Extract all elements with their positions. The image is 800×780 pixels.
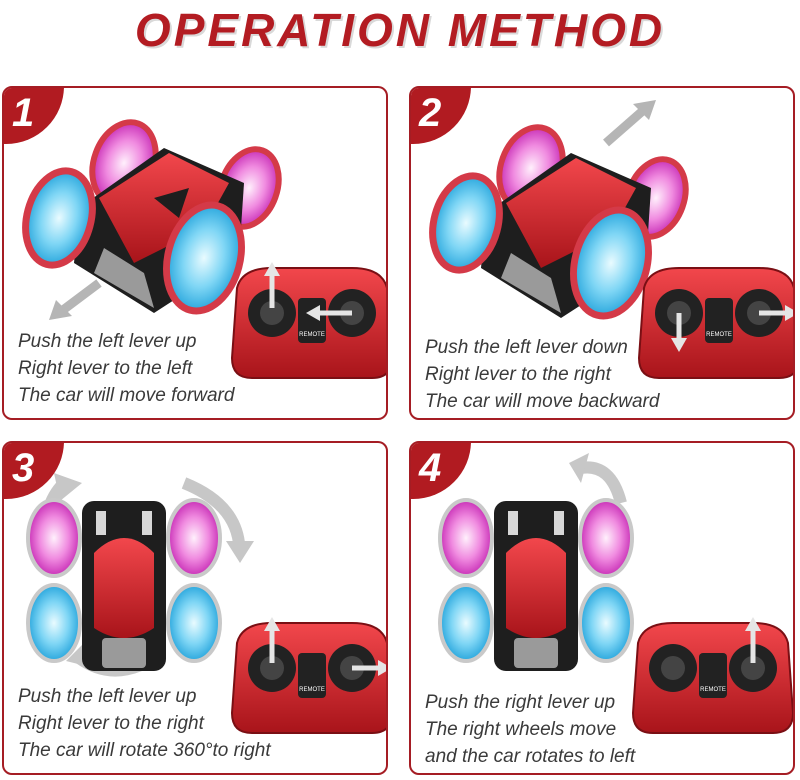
page-title: OPERATION METHOD: [134, 4, 666, 56]
step-instructions: Push the right lever up The right wheels…: [425, 692, 636, 767]
car-illustration: REMOTE: [429, 100, 793, 379]
step-badge: 4: [411, 443, 471, 499]
step-instructions: Push the left lever down Right lever to …: [425, 337, 660, 412]
step-badge: 3: [4, 443, 64, 499]
svg-text:REMOTE: REMOTE: [700, 687, 726, 693]
car-illustration: REMOTE: [26, 473, 386, 734]
car-illustration: REMOTE: [438, 453, 793, 734]
step-instructions: Push the left lever up Right lever to th…: [18, 686, 271, 761]
svg-text:REMOTE: REMOTE: [299, 687, 325, 693]
remote-control: REMOTE: [230, 617, 386, 734]
svg-text:REMOTE: REMOTE: [706, 332, 732, 338]
step-panel-1: REMOTE 1 Push the left lever up Right le…: [2, 86, 388, 420]
step-panel-4: REMOTE 4 Push the right lever up The rig…: [409, 441, 795, 775]
remote-control: REMOTE: [230, 262, 386, 379]
step-instructions: Push the left lever up Right lever to th…: [18, 331, 235, 406]
step-panel-3: REMOTE 3 Push the left lever up Right le…: [2, 441, 388, 775]
step-panel-2: REMOTE 2 Push the left lever down Right …: [409, 86, 795, 420]
car-illustration: REMOTE: [22, 119, 386, 379]
remote-control: REMOTE: [637, 267, 793, 379]
svg-text:REMOTE: REMOTE: [299, 332, 325, 338]
remote-control: REMOTE: [631, 617, 793, 734]
